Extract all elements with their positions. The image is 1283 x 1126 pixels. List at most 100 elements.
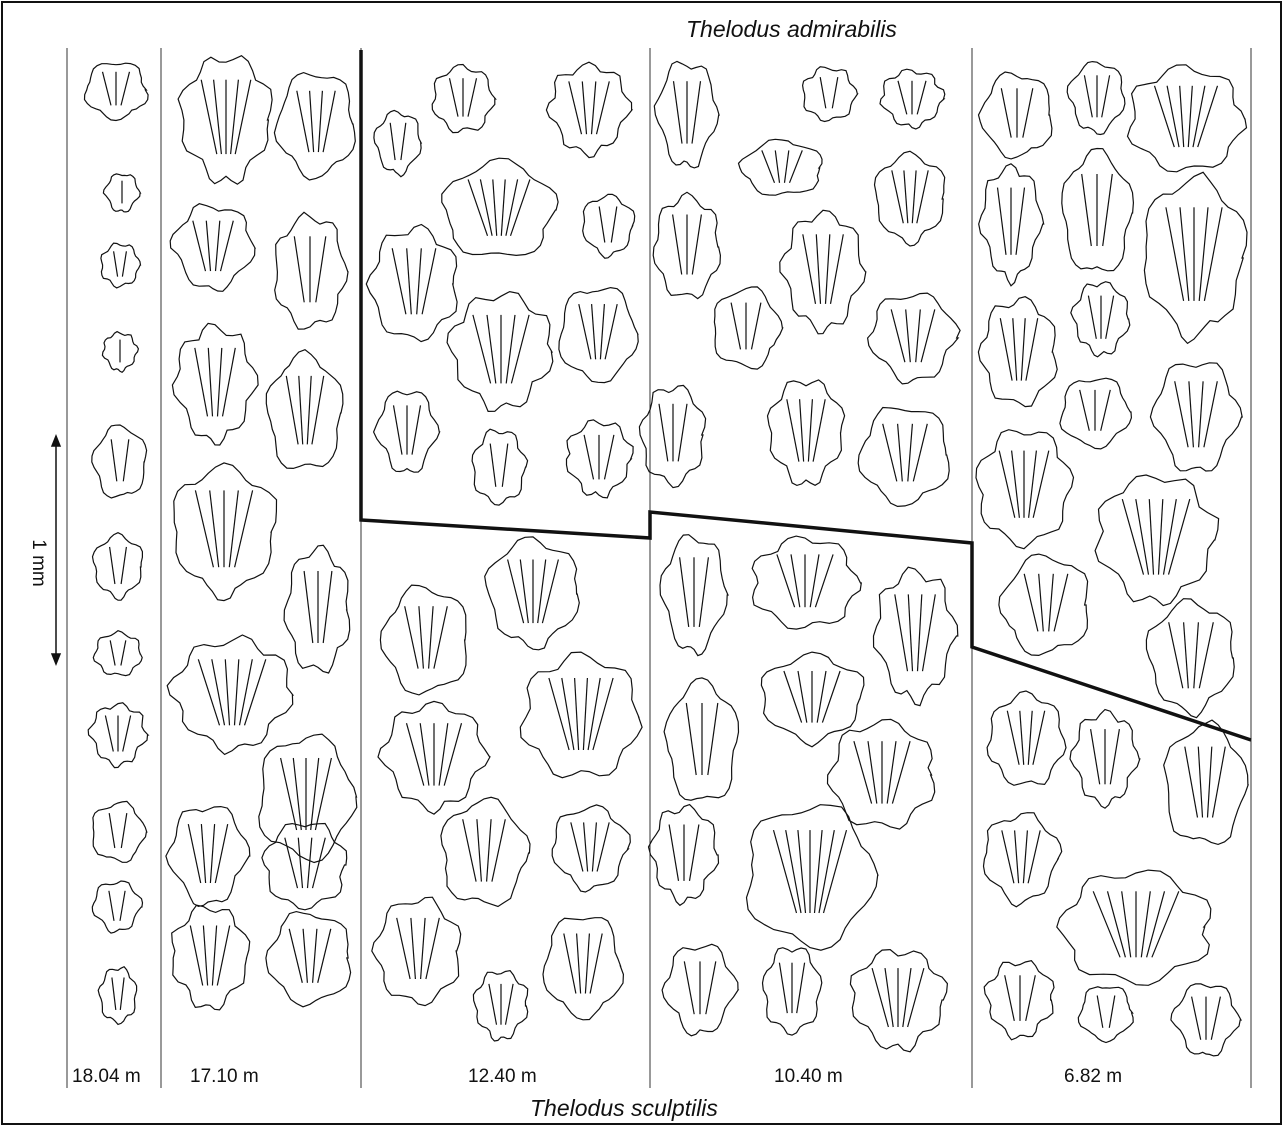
scale-rib [1020,711,1024,765]
scale-outline [714,287,782,369]
scale-bar [52,436,60,664]
scale-rib [1015,830,1019,883]
scale-rib [583,678,587,750]
scale-rib [1028,830,1040,883]
scale-rib [569,81,582,134]
scale-rib [1159,499,1163,574]
scale-rib [105,716,113,752]
scale-rib [487,819,492,881]
scale-outline [520,652,642,778]
scale-rib [313,929,317,983]
scale-rib [599,207,605,243]
scale-rib [318,91,322,152]
scale-outline [739,139,823,195]
scale-rib [779,963,787,1013]
scale-rib [1001,88,1011,137]
scale-rib [217,926,229,986]
scale-outline [1067,62,1125,135]
scale-rib [1198,747,1202,818]
scale-rib [123,716,131,752]
scale-rib [585,934,589,994]
scale-outline [472,429,527,505]
scale-rib [1021,318,1025,380]
scale-bar-label: 1 mm [27,539,49,587]
scale-outline [761,652,864,747]
scale-rib [1211,997,1220,1040]
scale-rib [590,934,602,994]
scale-rib [690,825,699,881]
scale-rib [1026,318,1038,380]
scale-outline [1150,363,1242,471]
scale-rib [669,825,678,881]
scale-rib [1199,381,1204,447]
scale-rib [762,150,775,182]
scale-rib [785,150,789,182]
scale-rib [692,215,701,275]
scale-rib [917,81,926,115]
scale-rib [195,348,208,417]
scale-rib [394,405,403,454]
scale-rib [1084,75,1092,117]
scale-outline [999,554,1088,655]
scale-outline [284,545,350,673]
scale-outline [172,905,250,1010]
scale-rib [1167,86,1179,147]
scale-rib [923,594,936,671]
scale-rib [397,918,410,979]
scale-rib [1193,86,1205,147]
scale-rib [1049,574,1054,632]
scale-rib [190,926,202,986]
scale-rib [1198,86,1218,147]
depth-label-1: 18.04 m [72,1066,141,1088]
scale-outline [374,110,421,176]
scale-rib [316,236,326,302]
scale-rib [225,659,229,725]
scale-rib [597,822,609,871]
scale-rib [678,404,687,462]
scale-rib [463,819,476,881]
depth-label-2: 17.10 m [190,1066,259,1088]
scale-rib [605,435,614,480]
scale-rib [303,929,307,983]
scale-rib [674,81,683,143]
scale-rib [898,424,903,482]
scale-rib [912,170,916,223]
scale-rib [575,678,579,750]
scale-outline [92,425,147,498]
scale-rib [193,221,206,271]
scale-outline [858,408,949,507]
scale-rib [1180,86,1184,147]
scale-rib [1039,574,1044,632]
scale-outline [979,72,1052,159]
scale-rib [898,81,907,115]
scale-rib [1149,499,1153,574]
scale-rib [390,123,395,160]
scale-rib [294,236,304,302]
scale-rib [323,571,332,643]
scale-outline [984,961,1054,1040]
scale-rib [908,594,912,671]
scale-rib [298,838,302,888]
scale-outline [978,297,1057,407]
scale-outline [485,537,580,650]
scale-outline [1164,720,1248,844]
scale-rib [686,703,696,775]
scale-rib [405,606,418,668]
scale-rib [323,91,335,152]
scale-outline [747,805,878,951]
scale-rib [109,813,115,848]
scale-rib [407,248,412,314]
scale-rib [1169,622,1183,688]
scale-outline [1146,599,1234,718]
scale-rib [592,81,596,134]
scale-rib [593,678,613,750]
column-dividers [67,48,1251,1088]
scale-outline [552,805,630,892]
scale-outline [803,67,858,122]
scale-outline [262,824,347,910]
scale-rib [916,309,921,362]
scale-rib [188,824,200,883]
scale-rib [297,91,309,152]
scale-rib [1082,174,1092,246]
